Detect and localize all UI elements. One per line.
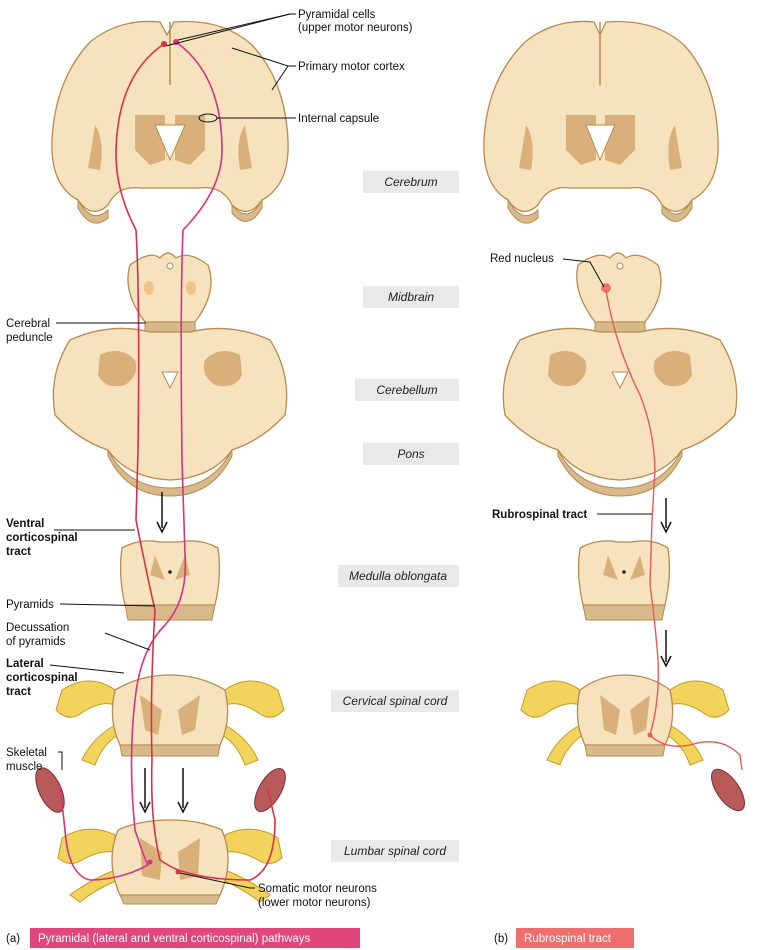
rubrospinal-tract-line xyxy=(605,289,743,771)
leader-red-nucleus xyxy=(562,258,605,288)
level-box-cerebellum: Cerebellum xyxy=(355,379,459,401)
level-box-medulla: Medulla oblongata xyxy=(338,565,459,587)
label-rubrospinal-tract: Rubrospinal tract xyxy=(492,509,587,521)
midbrain-section-b xyxy=(576,252,662,333)
cervical-cord-section-a xyxy=(55,674,285,766)
label-lateral-tract: tract xyxy=(6,686,31,698)
svg-text:Lumbar spinal cord: Lumbar spinal cord xyxy=(344,844,446,858)
skeletal-muscle-b xyxy=(711,768,745,812)
cerebrum-section-b xyxy=(483,20,719,224)
svg-text:Cerebellum: Cerebellum xyxy=(376,383,437,397)
caption-a-tag: (a) xyxy=(6,933,20,945)
skeletal-muscle-right xyxy=(254,768,286,812)
label-muscle: muscle xyxy=(6,761,42,773)
label-peduncle: peduncle xyxy=(6,332,53,344)
label-pyramidal-cells: Pyramidal cells xyxy=(298,9,376,21)
svg-text:Cervical spinal cord: Cervical spinal cord xyxy=(343,694,448,708)
label-skeletal: Skeletal xyxy=(6,747,47,759)
caption-a-box xyxy=(30,928,360,948)
svg-text:Pons: Pons xyxy=(397,447,424,461)
cerebellum-pons-section-b xyxy=(502,327,738,497)
label-upper-motor-neurons: (upper motor neurons) xyxy=(298,22,413,34)
midbrain-section-a xyxy=(127,252,212,333)
flow-arrows-a xyxy=(139,492,189,814)
label-internal-capsule: Internal capsule xyxy=(298,113,379,125)
label-ventral-tract: tract xyxy=(6,546,31,558)
label-cerebral: Cerebral xyxy=(6,318,50,330)
level-box-pons: Pons xyxy=(363,443,459,465)
lower-motor-neuron-b xyxy=(647,732,653,738)
svg-text:Cerebrum: Cerebrum xyxy=(384,175,437,189)
lower-motor-neuron-right xyxy=(175,869,181,875)
level-box-cerebrum: Cerebrum xyxy=(363,171,459,193)
medulla-section-b xyxy=(577,540,671,621)
cerebellum-pons-section-a xyxy=(52,327,288,497)
label-ventral: Ventral xyxy=(6,518,44,530)
lower-motor-neuron-left xyxy=(147,859,153,865)
label-lateral-corticospinal: corticospinal xyxy=(6,672,78,684)
label-lower-motor-neurons: (lower motor neurons) xyxy=(258,897,371,909)
svg-text:Medulla oblongata: Medulla oblongata xyxy=(349,569,447,583)
cerebrum-section-a xyxy=(51,20,289,224)
caption-b-box xyxy=(516,928,634,948)
flow-arrows-b xyxy=(660,498,672,668)
ventral-corticospinal-tract-line xyxy=(115,43,276,881)
svg-text:Midbrain: Midbrain xyxy=(388,290,434,304)
label-somatic-motor-neurons: Somatic motor neurons xyxy=(258,883,377,895)
level-box-midbrain: Midbrain xyxy=(363,286,459,308)
label-pyramids: Pyramids xyxy=(6,599,54,611)
medulla-section-a xyxy=(119,540,221,621)
lateral-corticospinal-tract-line xyxy=(59,41,223,881)
label-red-nucleus: Red nucleus xyxy=(490,253,554,265)
label-lateral: Lateral xyxy=(6,658,44,670)
caption-a-text: Pyramidal (lateral and ventral corticosp… xyxy=(38,933,311,945)
leader-lines-a xyxy=(49,13,296,889)
cervical-cord-section-b xyxy=(520,674,730,766)
label-decussation: Decussation xyxy=(6,622,69,634)
caption-b-tag: (b) xyxy=(494,933,508,945)
pyramidal-cell-left xyxy=(161,41,167,47)
level-box-cervical: Cervical spinal cord xyxy=(331,690,459,712)
label-primary-motor-cortex: Primary motor cortex xyxy=(298,61,405,73)
caption-b-text: Rubrospinal tract xyxy=(524,933,612,945)
level-box-lumbar: Lumbar spinal cord xyxy=(331,840,459,862)
label-of-pyramids: of pyramids xyxy=(6,636,66,648)
label-ventral-corticospinal: corticospinal xyxy=(6,532,78,544)
lumbar-cord-section-a xyxy=(57,819,283,905)
